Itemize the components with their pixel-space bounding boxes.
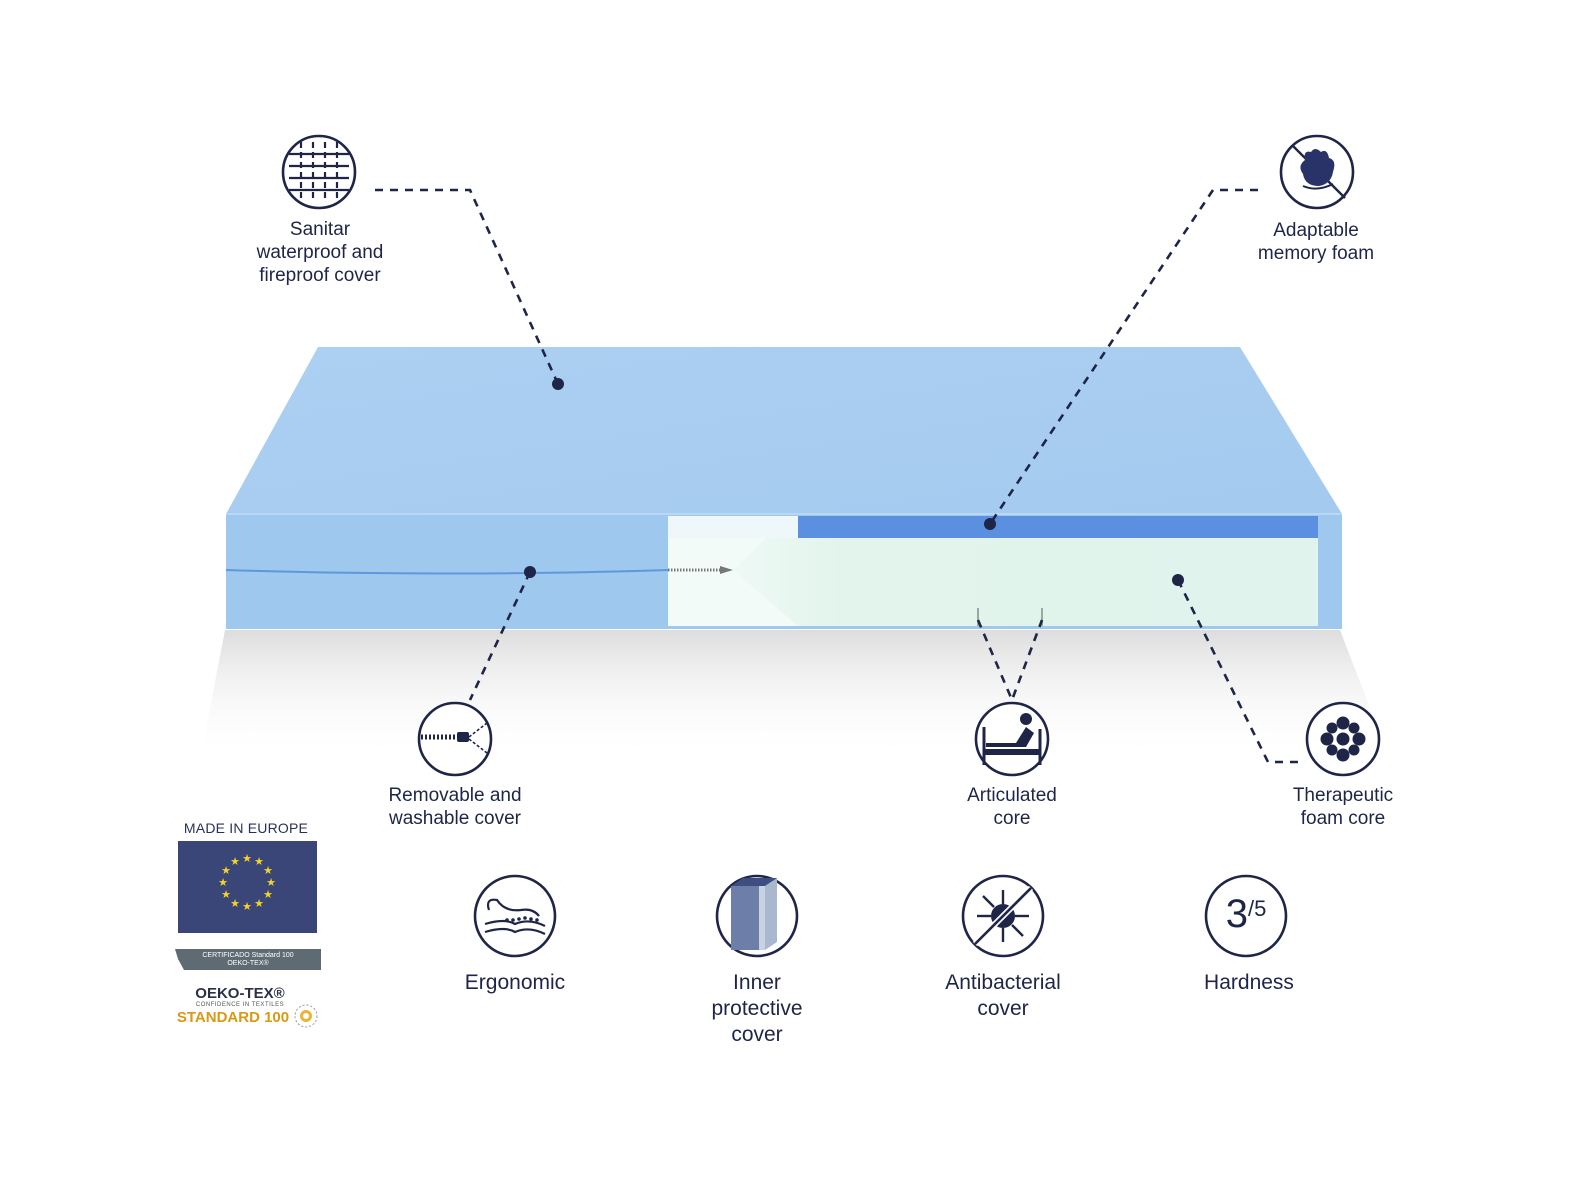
articulated-bed-icon (974, 701, 1050, 777)
svg-text:★: ★ (221, 864, 231, 877)
zipper-graphic (668, 566, 733, 574)
svg-text:★: ★ (263, 888, 273, 901)
feature-ergonomic: Ergonomic (464, 971, 566, 994)
zipper-seam (225, 569, 669, 575)
foam-cells-icon (1305, 701, 1381, 777)
feature-antibacterial: Antibacterial cover (945, 971, 1061, 1020)
svg-text:★: ★ (230, 897, 240, 910)
svg-text:★: ★ (221, 888, 231, 901)
svg-text:★: ★ (242, 852, 252, 865)
hardness-icon (1204, 874, 1288, 958)
zipper-icon (417, 701, 493, 777)
fabric-weave-icon (281, 134, 357, 210)
oeko-tex-standard: STANDARD 100 (176, 1009, 290, 1026)
svg-text:★: ★ (266, 876, 276, 889)
memory-foam-layer (766, 516, 1318, 538)
pointer-dot-zipper (524, 566, 536, 578)
callout-sanitar-cover: Sanitar waterproof and fireproof cover (256, 219, 384, 286)
hardness-value: 3/5 (1225, 892, 1267, 936)
cert-ribbon (175, 949, 321, 970)
svg-text:★: ★ (254, 897, 264, 910)
hand-press-icon (1279, 134, 1355, 210)
svg-text:★: ★ (254, 855, 264, 868)
pointer-dot-cover (552, 378, 564, 390)
cert-ribbon-text: CERTIFICADO Standard 100 OEKO-TEX® (202, 952, 294, 967)
inner-cover-icon (715, 874, 799, 958)
svg-text:★: ★ (242, 900, 252, 913)
oeko-tex-subtitle: CONFIDENCE IN TEXTILES (195, 1002, 285, 1008)
therapeutic-core (733, 538, 1318, 626)
callout-removable-cover: Removable and washable cover (388, 785, 522, 829)
callout-memory-foam: Adaptable memory foam (1257, 220, 1375, 264)
oeko-tex-title: OEKO-TEX® (195, 985, 285, 1002)
svg-text:★: ★ (230, 855, 240, 868)
feature-hardness: Hardness (1204, 971, 1294, 994)
eu-flag-icon: ★ ★ ★ ★ ★ ★ ★ ★ ★ ★ ★ ★ (178, 841, 317, 933)
pointer-dot-memory (984, 518, 996, 530)
callout-articulated-core: Articulated core (967, 785, 1057, 829)
feature-inner-cover: Inner protective cover (711, 971, 803, 1046)
mattress-shadow (200, 630, 1390, 760)
callout-therapeutic-core: Therapeutic foam core (1292, 785, 1394, 829)
svg-text:★: ★ (218, 876, 228, 889)
antibacterial-icon (961, 874, 1045, 958)
svg-text:★: ★ (263, 864, 273, 877)
mattress-top (226, 347, 1342, 514)
pointer-dot-core (1172, 574, 1184, 586)
leader-lines (375, 188, 1305, 764)
made-in-europe: MADE IN EUROPE (183, 820, 309, 836)
oeko-flower-icon (294, 1004, 318, 1028)
ergonomic-icon (473, 874, 557, 958)
